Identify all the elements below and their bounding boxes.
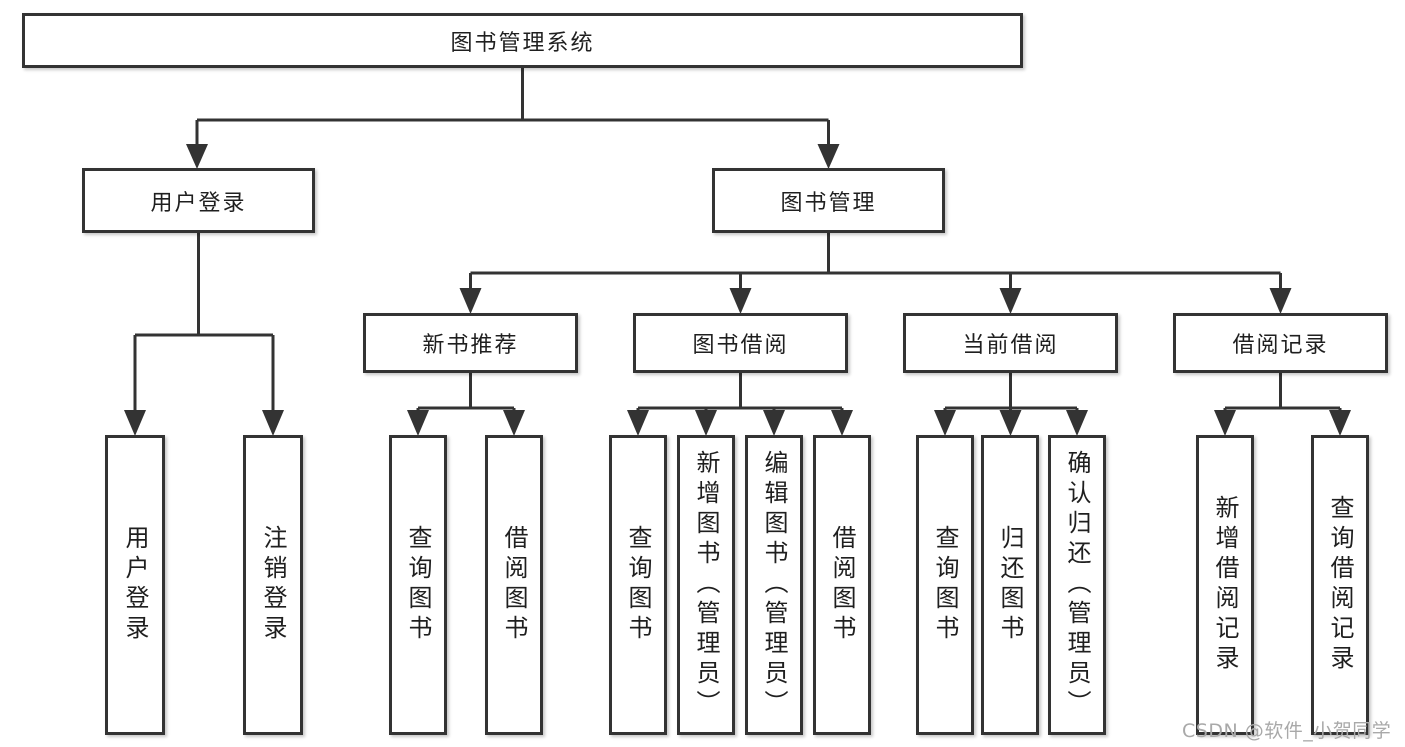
- connector-borrow-records-to-leaves: [1214, 373, 1351, 436]
- connector-root-to-level2: [186, 68, 840, 169]
- node-book-management: 图书管理: [712, 168, 945, 233]
- connector-book-management-to-level3: [459, 233, 1292, 314]
- connector-new-book-to-leaves: [407, 373, 525, 436]
- connector-book-borrow-to-leaves: [627, 373, 853, 436]
- node-current-borrow: 当前借阅: [903, 313, 1118, 373]
- leaf-add-book-admin: 新增图书（管理员）: [677, 435, 735, 735]
- node-borrow-records: 借阅记录: [1173, 313, 1388, 373]
- leaf-query-borrow-record: 查询借阅记录: [1311, 435, 1369, 735]
- node-new-book-recommend: 新书推荐: [363, 313, 578, 373]
- leaf-return-books: 归还图书: [981, 435, 1039, 735]
- leaf-query-books-borrow: 查询图书: [609, 435, 667, 735]
- leaf-logout: 注销登录: [243, 435, 303, 735]
- leaf-borrow-books: 借阅图书: [813, 435, 871, 735]
- connector-user-login-to-leaves: [124, 233, 284, 436]
- node-library-management-system: 图书管理系统: [22, 13, 1023, 68]
- leaf-add-borrow-record: 新增借阅记录: [1196, 435, 1254, 735]
- leaf-edit-book-admin: 编辑图书（管理员）: [745, 435, 803, 735]
- leaf-query-books-current: 查询图书: [916, 435, 974, 735]
- csdn-watermark: CSDN @软件_小贺同学: [1182, 720, 1392, 742]
- leaf-confirm-return-admin: 确认归还（管理员）: [1048, 435, 1106, 735]
- connector-current-borrow-to-leaves: [934, 373, 1088, 436]
- node-user-login: 用户登录: [82, 168, 315, 233]
- leaf-borrow-books-recommend: 借阅图书: [485, 435, 543, 735]
- leaf-user-login: 用户登录: [105, 435, 165, 735]
- node-book-borrow: 图书借阅: [633, 313, 848, 373]
- leaf-query-books-recommend: 查询图书: [389, 435, 447, 735]
